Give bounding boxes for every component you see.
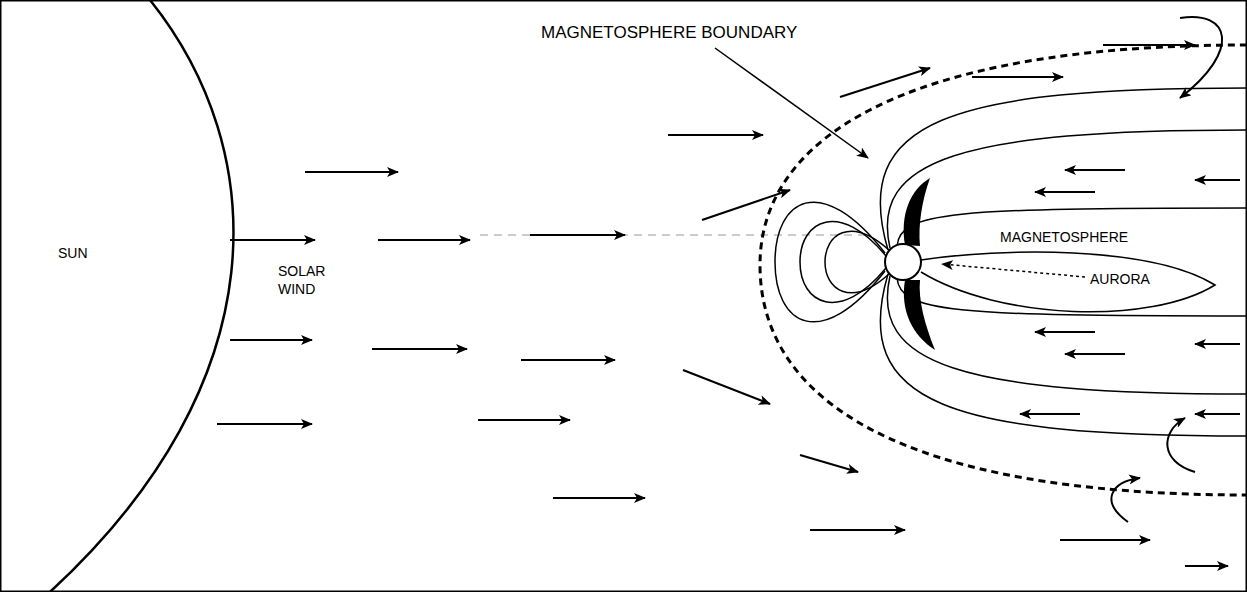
boundary-label: MAGNETOSPHERE BOUNDARY	[541, 24, 797, 42]
solar-wind-arrows	[217, 17, 1228, 566]
sun-body: SUN	[0, 0, 280, 592]
sun-label: SUN	[58, 244, 88, 262]
earth	[885, 244, 921, 280]
sun-earth-axis	[480, 235, 870, 236]
aurora-north	[904, 178, 930, 246]
field-lines	[775, 88, 1247, 436]
leader-line	[715, 48, 868, 158]
wind-label: SOLAR WIND	[278, 262, 340, 298]
aurora-label: AURORA	[1090, 270, 1150, 288]
region-label: MAGNETOSPHERE	[1000, 228, 1128, 246]
leader-line	[942, 264, 1085, 277]
magnetosphere-boundary	[760, 45, 1247, 495]
sun-outline	[0, 0, 280, 592]
aurora-south	[904, 280, 935, 350]
plasma-flow-arrows	[1020, 170, 1240, 414]
